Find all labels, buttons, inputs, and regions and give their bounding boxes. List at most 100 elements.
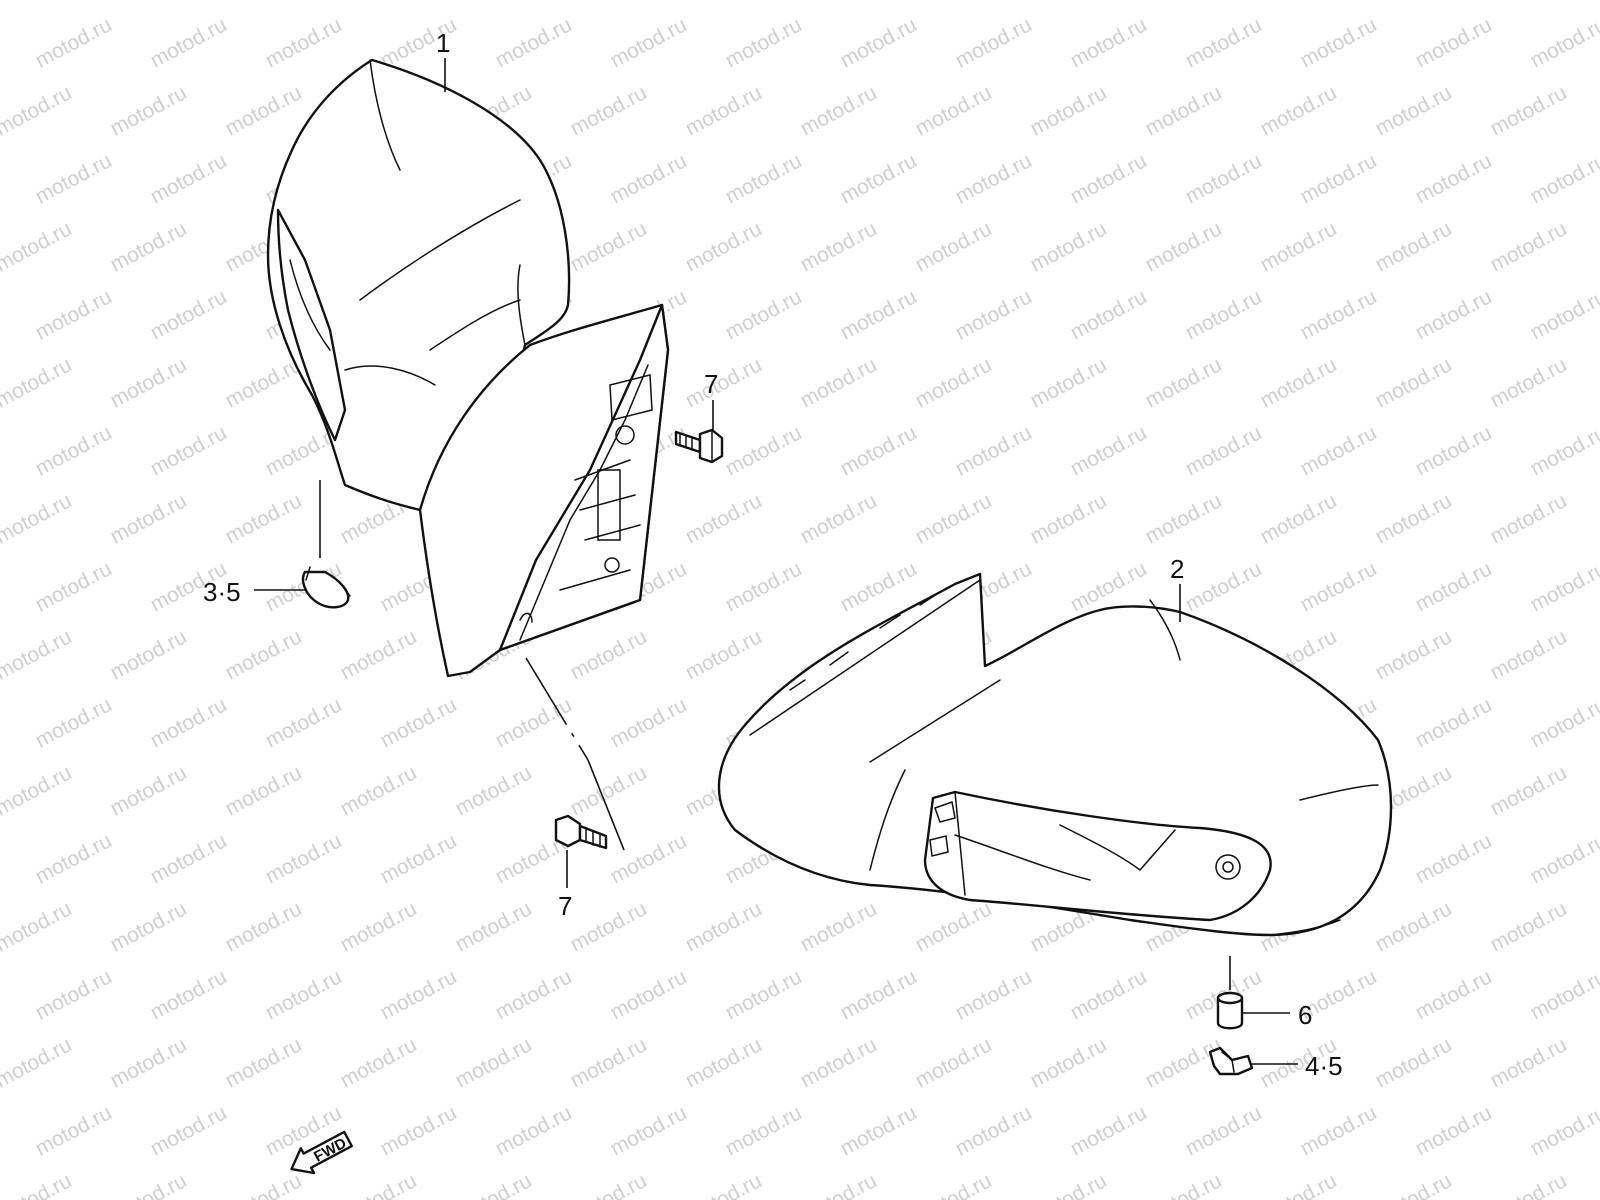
watermark-text: motod.ru: [147, 149, 231, 208]
watermark-text: motod.ru: [1257, 1169, 1341, 1200]
watermark-text: motod.ru: [952, 13, 1036, 72]
watermark-text: motod.ru: [1487, 81, 1571, 140]
watermark-text: motod.ru: [567, 217, 651, 276]
watermark-text: motod.ru: [722, 13, 806, 72]
watermark-text: motod.ru: [567, 897, 651, 956]
watermark-text: motod.ru: [1412, 421, 1496, 480]
watermark-text: motod.ru: [837, 557, 921, 616]
watermark-text: motod.ru: [1372, 897, 1456, 956]
watermark-text: motod.ru: [0, 217, 76, 276]
watermark-text: motod.ru: [567, 1033, 651, 1092]
watermark-text: motod.ru: [0, 353, 76, 412]
watermark-text: motod.ru: [107, 0, 191, 4]
watermark-text: motod.ru: [797, 1033, 881, 1092]
watermark-text: motod.ru: [262, 693, 346, 752]
watermark-text: motod.ru: [107, 353, 191, 412]
watermark-text: motod.ru: [147, 285, 231, 344]
watermark-text: motod.ru: [682, 1033, 766, 1092]
watermark-text: motod.ru: [262, 965, 346, 1024]
watermark-text: motod.ru: [1027, 81, 1111, 140]
watermark-text: motod.ru: [912, 353, 996, 412]
watermark-text: motod.ru: [797, 81, 881, 140]
watermark-text: motod.ru: [0, 0, 76, 4]
watermark-text: motod.ru: [682, 897, 766, 956]
watermark-text: motod.ru: [837, 965, 921, 1024]
watermark-text: motod.ru: [222, 897, 306, 956]
watermark-text: motod.ru: [107, 489, 191, 548]
watermark-text: motod.ru: [0, 489, 76, 548]
watermark-text: motod.ru: [1412, 693, 1496, 752]
watermark-text: motod.ru: [1257, 353, 1341, 412]
watermark-text: motod.ru: [837, 421, 921, 480]
watermark-text: motod.ru: [567, 1169, 651, 1200]
watermark-text: motod.ru: [1027, 217, 1111, 276]
watermark-text: motod.ru: [797, 0, 881, 4]
watermark-text: motod.ru: [1182, 557, 1266, 616]
watermark-text: motod.ru: [0, 625, 76, 684]
watermark-text: motod.ru: [912, 897, 996, 956]
watermark-text: motod.ru: [1412, 149, 1496, 208]
watermark-text: motod.ru: [1372, 1169, 1456, 1200]
watermark-text: motod.ru: [1297, 557, 1381, 616]
watermark-text: motod.ru: [222, 81, 306, 140]
watermark-text: motod.ru: [1527, 285, 1600, 344]
watermark-text: motod.ru: [567, 625, 651, 684]
watermark-text: motod.ru: [0, 1101, 1, 1160]
watermark-text: motod.ru: [0, 829, 1, 888]
watermark-text: motod.ru: [837, 1101, 921, 1160]
watermark-text: motod.ru: [952, 285, 1036, 344]
watermark-text: motod.ru: [722, 1101, 806, 1160]
watermark-text: motod.ru: [1487, 353, 1571, 412]
watermark-text: motod.ru: [912, 489, 996, 548]
watermark-text: motod.ru: [1372, 1033, 1456, 1092]
watermark-text: motod.ru: [912, 1169, 996, 1200]
watermark-text: motod.ru: [567, 0, 651, 4]
watermark-text: motod.ru: [952, 421, 1036, 480]
watermark-text: motod.ru: [567, 81, 651, 140]
watermark-text: motod.ru: [452, 1033, 536, 1092]
watermark-text: motod.ru: [32, 1101, 116, 1160]
watermark-text: motod.ru: [0, 1033, 76, 1092]
watermark-text: motod.ru: [1297, 285, 1381, 344]
watermark-text: motod.ru: [377, 1101, 461, 1160]
watermark-text: motod.ru: [1027, 489, 1111, 548]
watermark-text: motod.ru: [0, 761, 76, 820]
watermark-text: motod.ru: [1067, 285, 1151, 344]
watermark-text: motod.ru: [1067, 1101, 1151, 1160]
watermark-text: motod.ru: [912, 0, 996, 4]
callout-7-upper: 7: [704, 369, 718, 399]
watermark-text: motod.ru: [1487, 489, 1571, 548]
watermark-text: motod.ru: [337, 0, 421, 4]
watermark-text: motod.ru: [1527, 965, 1600, 1024]
watermark-text: motod.ru: [107, 897, 191, 956]
watermark-text: motod.ru: [1527, 13, 1600, 72]
watermark-text: motod.ru: [1027, 0, 1111, 4]
watermark-text: motod.ru: [377, 693, 461, 752]
watermark-text: motod.ru: [952, 149, 1036, 208]
watermark-text: motod.ru: [222, 353, 306, 412]
watermark-text: motod.ru: [912, 81, 996, 140]
watermark-text: motod.ru: [1067, 13, 1151, 72]
watermark-text: motod.ru: [222, 761, 306, 820]
watermark-text: motod.ru: [107, 1169, 191, 1200]
watermark-text: motod.ru: [1257, 0, 1341, 4]
watermark-text: motod.ru: [0, 13, 1, 72]
watermark-text: motod.ru: [1067, 965, 1151, 1024]
bolt-upper: [674, 428, 724, 464]
watermark-text: motod.ru: [492, 1101, 576, 1160]
watermark-text: motod.ru: [682, 81, 766, 140]
watermark-text: motod.ru: [222, 1033, 306, 1092]
watermark-text: motod.ru: [797, 897, 881, 956]
watermark-text: motod.ru: [337, 1033, 421, 1092]
watermark-text: motod.ru: [1182, 285, 1266, 344]
watermark-text: motod.ru: [1142, 353, 1226, 412]
watermark-text: motod.ru: [262, 829, 346, 888]
watermark-text: motod.ru: [1412, 13, 1496, 72]
watermark-text: motod.ru: [0, 1169, 76, 1200]
watermark-text: motod.ru: [1142, 217, 1226, 276]
callout-2: 2: [1170, 554, 1184, 584]
watermark-text: motod.ru: [1527, 421, 1600, 480]
watermark-text: motod.ru: [1527, 1101, 1600, 1160]
watermark-text: motod.ru: [1142, 489, 1226, 548]
watermark-text: motod.ru: [837, 149, 921, 208]
